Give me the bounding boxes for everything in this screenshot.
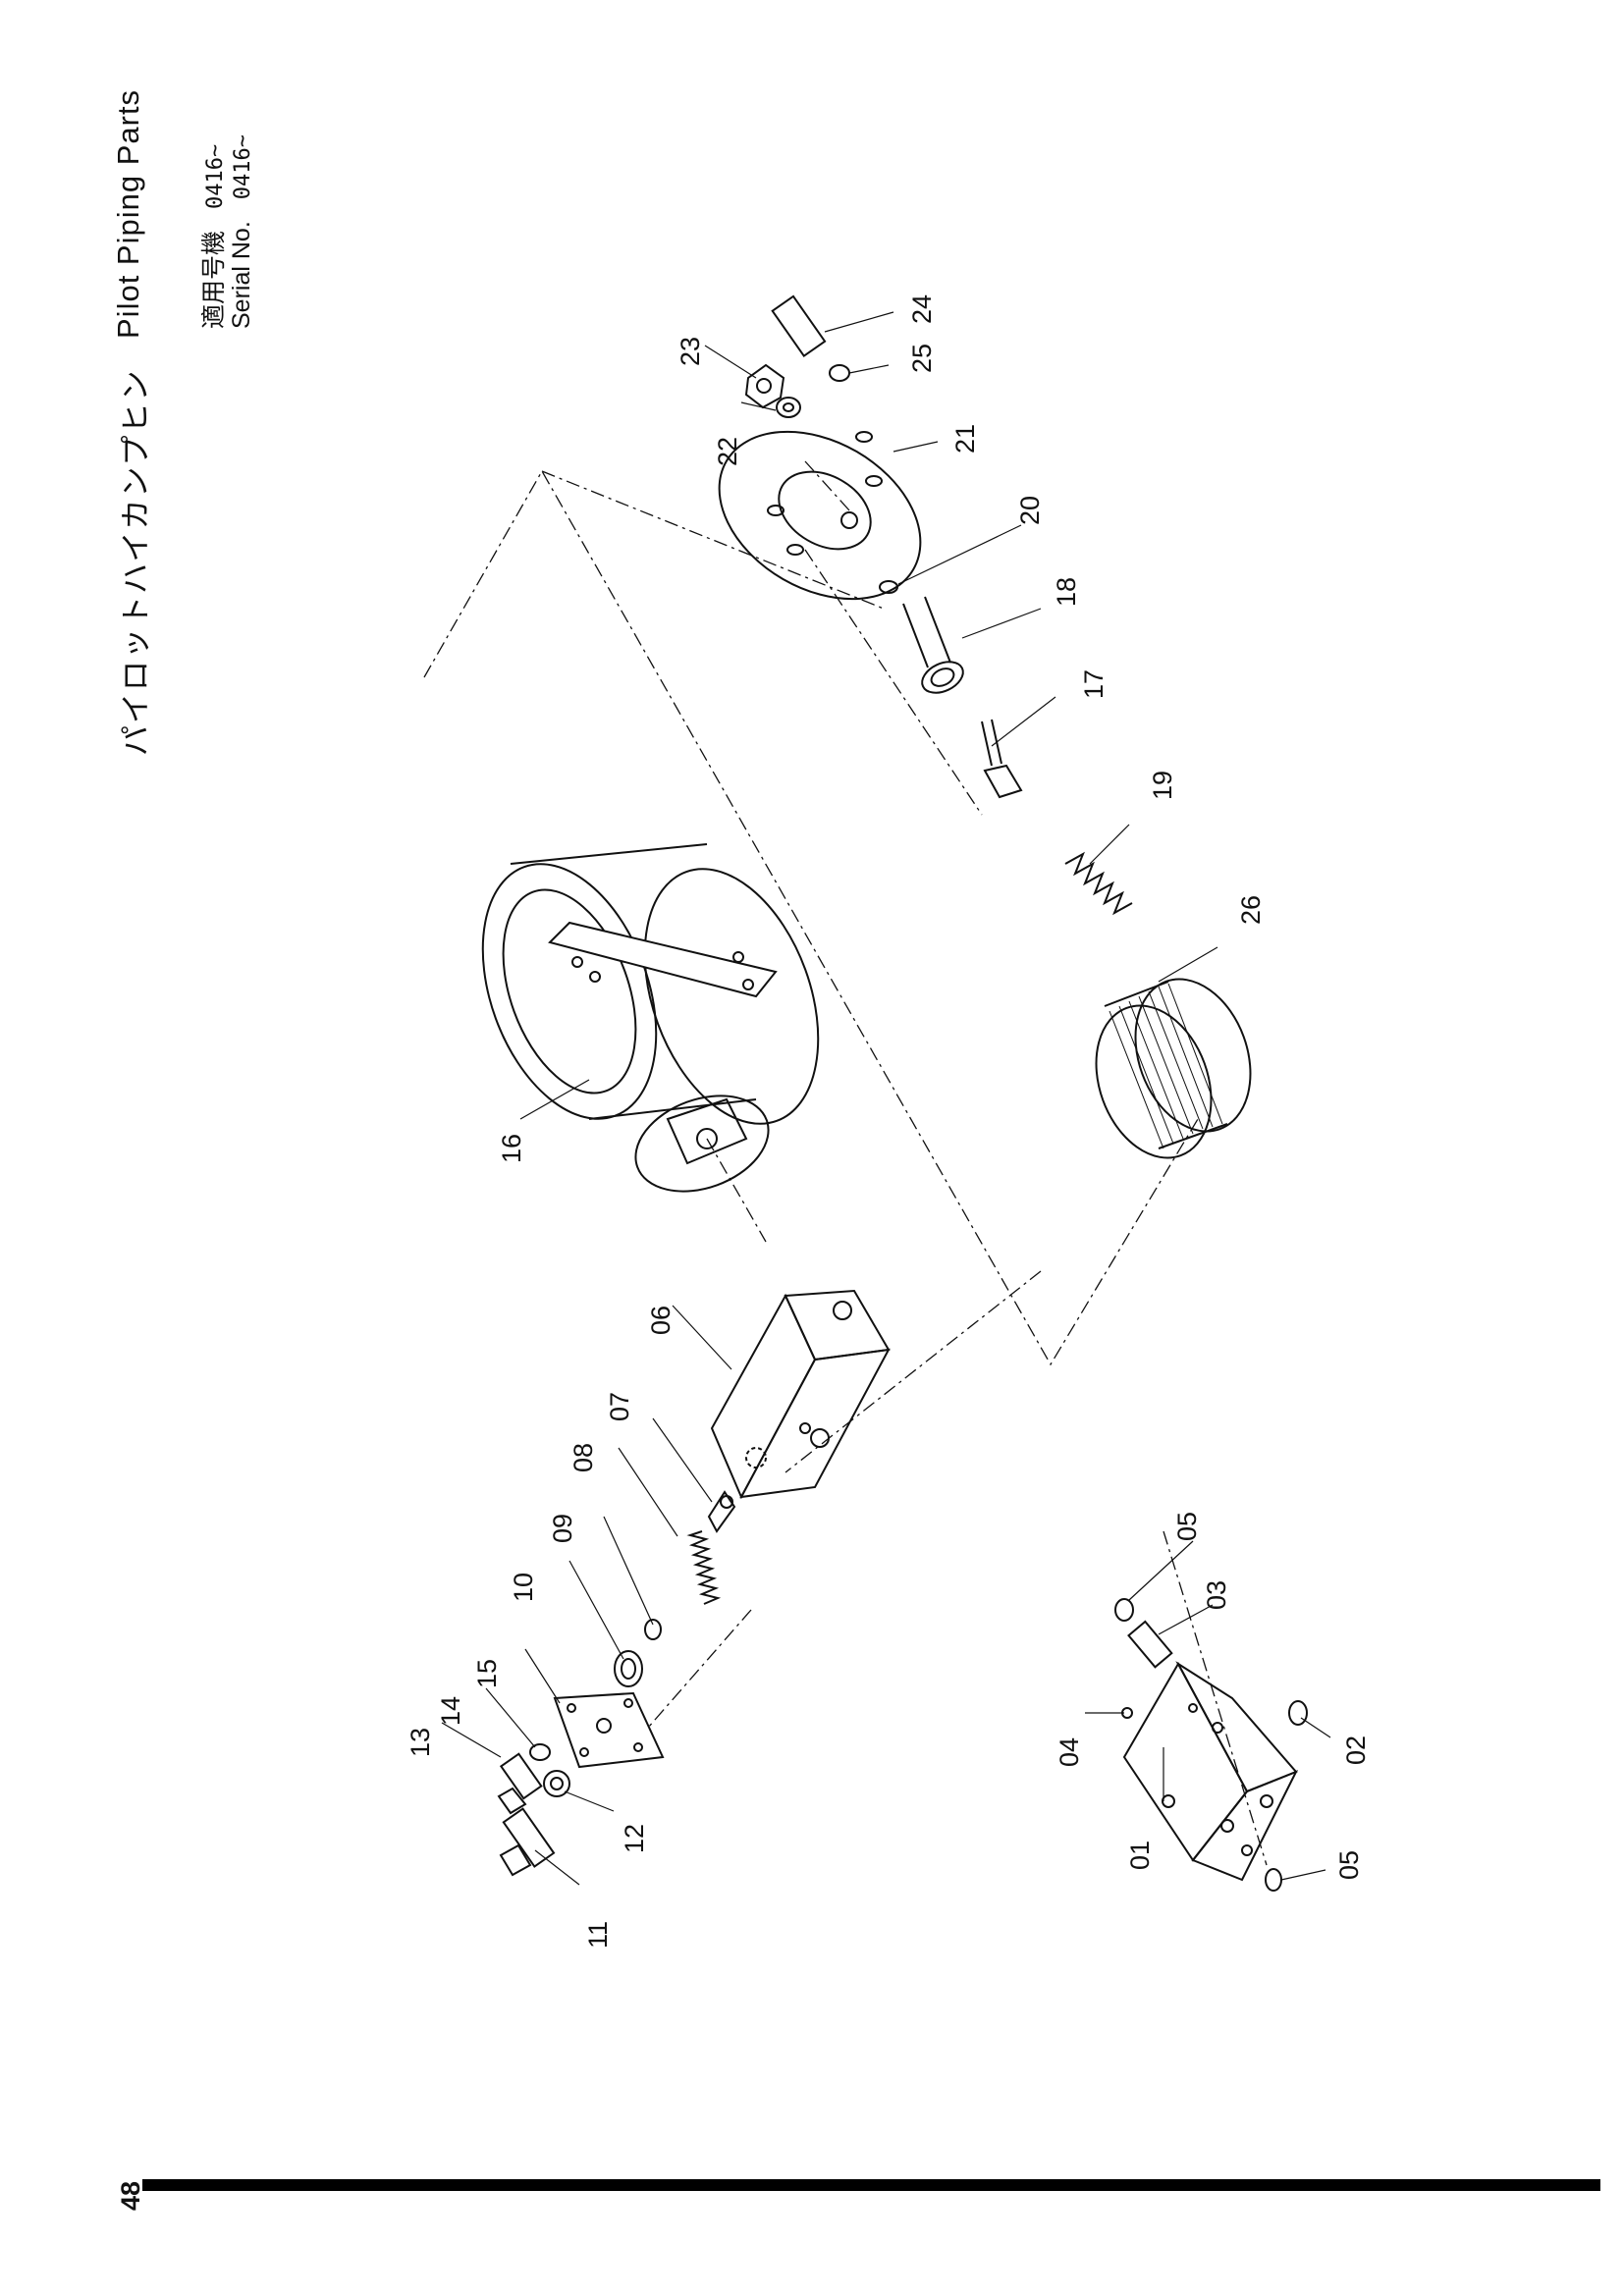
plug-05-bottom	[1265, 1868, 1282, 1892]
spring-08	[686, 1530, 722, 1605]
callout-26: 26	[1236, 895, 1266, 925]
callout-15: 15	[472, 1659, 502, 1688]
bolt-11	[499, 1807, 556, 1877]
callout-06: 06	[646, 1306, 676, 1335]
callout-22: 22	[713, 437, 742, 466]
callout-19: 19	[1148, 771, 1177, 800]
callout-08: 08	[568, 1443, 598, 1472]
plug-02	[1288, 1700, 1308, 1726]
poppet-17	[981, 719, 1023, 799]
callout-10: 10	[509, 1573, 538, 1602]
callout-03: 03	[1202, 1580, 1231, 1610]
nut-23	[744, 363, 785, 409]
washer-14	[529, 1743, 551, 1761]
callout-25: 25	[907, 344, 937, 373]
callout-numbers: 23 22 24 25 21 20 18 17 19 26 16 06 07 0…	[406, 294, 1371, 1949]
callout-02: 02	[1341, 1735, 1371, 1765]
washer-25	[829, 364, 850, 382]
callout-23: 23	[676, 337, 705, 366]
nut-12	[543, 1770, 570, 1797]
poppet-07	[707, 1490, 736, 1533]
cover-plate-15	[553, 1691, 665, 1769]
callout-24: 24	[907, 294, 937, 324]
callout-14: 14	[436, 1696, 465, 1726]
callout-12: 12	[620, 1824, 649, 1853]
fitting-03	[1127, 1620, 1173, 1669]
callout-07: 07	[605, 1392, 634, 1421]
footer-rule	[142, 2179, 1600, 2191]
spring-19	[1064, 851, 1133, 916]
alignment-lines	[423, 460, 1268, 1866]
manifold-block-01	[1122, 1661, 1299, 1882]
callout-21: 21	[950, 424, 980, 454]
ring-09	[644, 1619, 662, 1640]
valve-block-06	[710, 1289, 891, 1500]
callout-20: 20	[1015, 496, 1045, 525]
callout-09: 09	[548, 1514, 577, 1543]
callout-04: 04	[1055, 1737, 1084, 1767]
plug-10	[614, 1650, 643, 1687]
callout-01: 01	[1125, 1841, 1155, 1870]
callout-18: 18	[1052, 577, 1081, 607]
callout-11: 11	[583, 1921, 613, 1949]
callout-17: 17	[1079, 669, 1109, 699]
filter-element-26	[1095, 978, 1252, 1159]
bolt-24	[771, 294, 827, 358]
seat-18	[902, 596, 964, 694]
bolt-13	[497, 1752, 543, 1815]
callout-13: 13	[406, 1728, 435, 1757]
callout-05-bottom: 05	[1334, 1850, 1364, 1880]
flange-21	[718, 430, 922, 601]
washer-22	[776, 397, 801, 418]
callout-16: 16	[497, 1134, 526, 1163]
plug-05-top	[1114, 1598, 1134, 1622]
filter-housing-16	[481, 843, 820, 1193]
callout-05-top: 05	[1172, 1512, 1202, 1541]
leader-lines	[441, 311, 1331, 1886]
